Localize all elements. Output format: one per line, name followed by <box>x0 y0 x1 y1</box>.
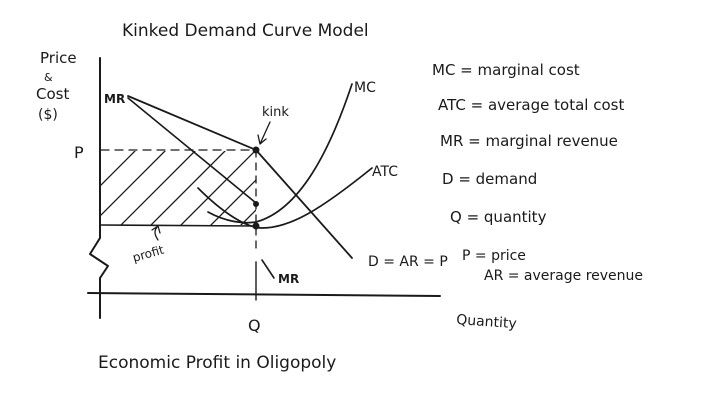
legend-item-mr: MR = marginal revenue <box>440 132 618 150</box>
mc-curve <box>207 83 353 224</box>
kink-arrow <box>257 121 271 145</box>
y-axis-label-line-4: ($) <box>38 107 58 123</box>
kink-label: kink <box>262 105 289 120</box>
x-axis-label: Quantity <box>456 312 517 332</box>
profit-arrow <box>151 225 161 241</box>
legend-item-d: D = demand <box>442 170 537 188</box>
profit-label: profit <box>131 243 166 265</box>
y-axis-label-line-1: Price <box>40 49 77 67</box>
mr-curve-label-lower: MR <box>278 272 299 286</box>
legend-item-atc: ATC = average total cost <box>438 96 624 114</box>
legend-item-ar: AR = average revenue <box>484 268 643 284</box>
diagram-title: Kinked Demand Curve Model <box>122 21 369 41</box>
atc-curve-label: ATC <box>372 164 398 180</box>
atc-curve <box>197 167 373 229</box>
x-axis <box>87 292 441 297</box>
mc-curve-label: MC <box>354 80 376 96</box>
y-axis-label-line-2: & <box>44 71 53 84</box>
legend-item-mc: MC = marginal cost <box>432 61 580 79</box>
atc-point <box>252 222 260 230</box>
legend-item-q: Q = quantity <box>450 208 547 226</box>
y-axis-label-line-3: Cost <box>36 85 69 103</box>
q-tick-label: Q <box>248 316 261 335</box>
mr-curve <box>127 97 257 204</box>
atc-level-line <box>99 224 257 227</box>
mr-mc-intersection-point <box>253 201 259 207</box>
kink-point <box>252 146 260 154</box>
y-axis <box>89 57 109 319</box>
demand-curve <box>127 95 353 259</box>
p-tick-label: P <box>74 143 84 162</box>
legend-item-p: P = price <box>462 248 526 264</box>
diagram-caption: Economic Profit in Oligopoly <box>98 353 336 373</box>
mr-curve-label-upper: MR <box>104 92 125 106</box>
mr-curve-lower <box>261 259 275 279</box>
demand-curve-label: D = AR = P <box>368 254 448 270</box>
legend: MC = marginal cost ATC = average total c… <box>432 61 643 284</box>
